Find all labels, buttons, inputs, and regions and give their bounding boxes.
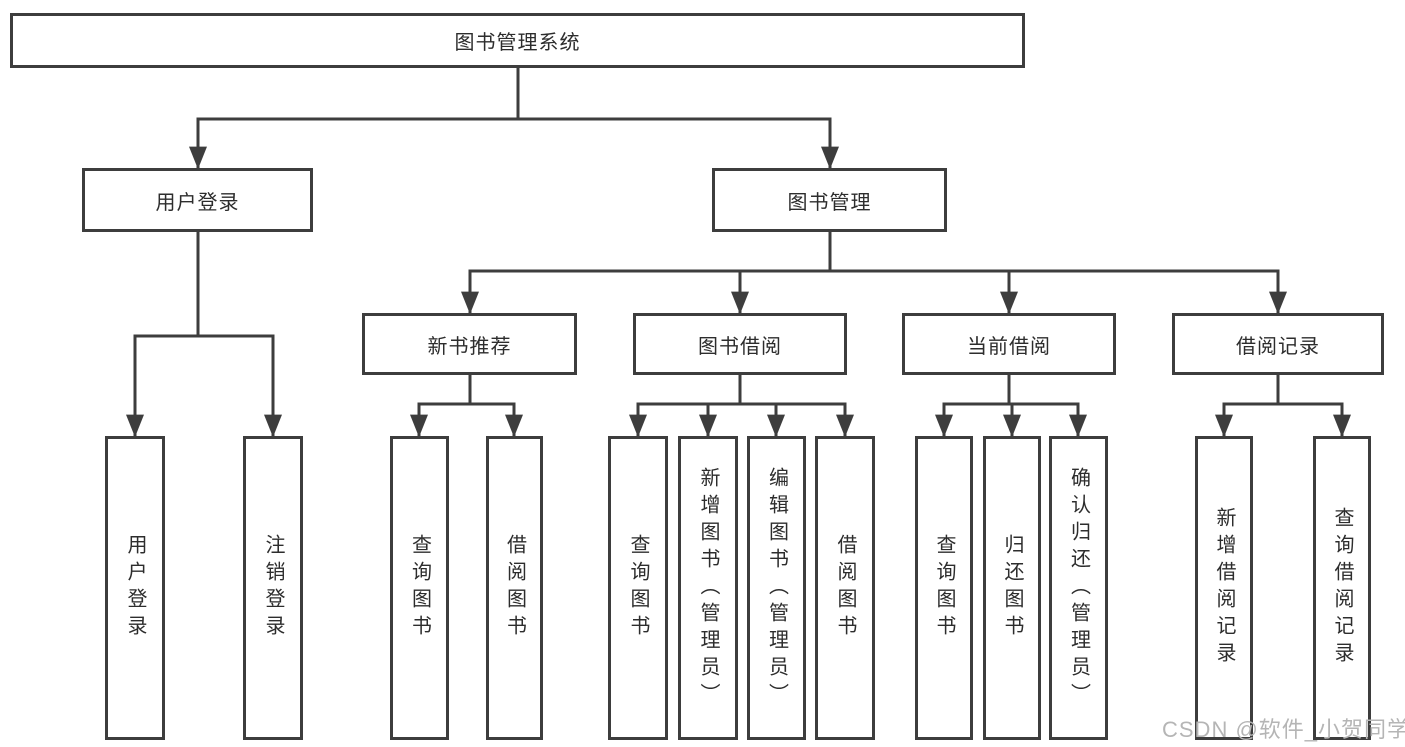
- node-label: 图书借阅: [698, 335, 782, 358]
- node-edit-book-admin: 编辑图书（管理员）: [747, 436, 806, 740]
- node-label: 借阅图书: [834, 534, 856, 642]
- node-root-label: 图书管理系统: [454, 32, 581, 54]
- node-label: 查询图书: [933, 534, 955, 642]
- node-label: 当前借阅: [967, 335, 1051, 358]
- node-return-book: 归还图书: [983, 436, 1041, 740]
- node-label: 用户登录: [155, 191, 240, 214]
- node-label: 编辑图书（管理员）: [765, 466, 788, 710]
- node-current-borrowing: 当前借阅: [902, 313, 1116, 375]
- node-label: 查询图书: [627, 534, 649, 642]
- node-label: 注销登录: [262, 534, 284, 642]
- node-borrowing-records: 借阅记录: [1172, 313, 1384, 375]
- node-query-books-1: 查询图书: [390, 436, 449, 740]
- node-query-books-3: 查询图书: [915, 436, 973, 740]
- node-book-borrowing: 图书借阅: [633, 313, 847, 375]
- node-label: 借阅图书: [503, 534, 526, 642]
- node-confirm-return-admin: 确认归还（管理员）: [1049, 436, 1108, 740]
- node-book-management-branch: 图书管理: [712, 168, 947, 232]
- node-label: 用户登录: [124, 534, 146, 642]
- node-query-books-2: 查询图书: [608, 436, 668, 740]
- node-label: 归还图书: [1001, 534, 1023, 642]
- csdn-watermark: CSDN @软件_小贺同学: [1162, 717, 1405, 742]
- node-logout: 注销登录: [243, 436, 303, 740]
- node-root: 图书管理系统: [10, 13, 1025, 68]
- node-label: 确认归还（管理员）: [1067, 466, 1090, 710]
- node-new-book-recommend: 新书推荐: [362, 313, 577, 375]
- node-add-book-admin: 新增图书（管理员）: [678, 436, 738, 740]
- node-user-login-branch: 用户登录: [82, 168, 313, 232]
- node-borrow-books-2: 借阅图书: [815, 436, 875, 740]
- node-add-borrow-record: 新增借阅记录: [1195, 436, 1253, 740]
- node-label: 新增借阅记录: [1213, 507, 1235, 669]
- node-user-login: 用户登录: [105, 436, 165, 740]
- node-label: 查询借阅记录: [1331, 507, 1353, 669]
- node-label: 查询图书: [408, 534, 431, 642]
- node-label: 借阅记录: [1236, 335, 1320, 358]
- node-borrow-books-1: 借阅图书: [486, 436, 543, 740]
- node-label: 新书推荐: [427, 335, 512, 358]
- node-query-borrow-record: 查询借阅记录: [1313, 436, 1371, 740]
- node-label: 新增图书（管理员）: [697, 466, 719, 710]
- node-label: 图书管理: [787, 191, 872, 214]
